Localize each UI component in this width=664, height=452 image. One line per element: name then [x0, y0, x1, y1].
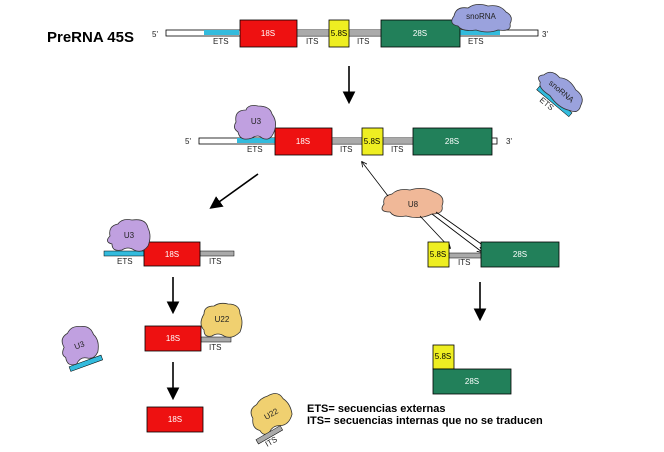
arrow-diagonal [209, 173, 259, 209]
its-label: ITS [209, 343, 221, 352]
its-label: ITS [391, 145, 403, 154]
arrow-u8-to-28s [431, 213, 482, 252]
snorna-icon [538, 71, 583, 112]
rrna-58s-box [328, 19, 350, 48]
ets-segment [237, 138, 275, 143]
five-prime-label: 5' [185, 137, 191, 146]
ets-label: ETS [247, 145, 263, 154]
its-segment [200, 336, 232, 343]
snorna-icon [451, 4, 512, 33]
mature-58s-label: 5.8S [435, 352, 451, 361]
ets-5-segment [204, 30, 239, 35]
ets-segment [103, 250, 145, 257]
rrna-28s-label: 28S [445, 137, 459, 146]
rrna-18s-box [239, 19, 298, 48]
released-u3-complex: U3 [61, 325, 104, 372]
rrna-58s-label: 5.8S [364, 137, 380, 146]
u3-label: U3 [73, 339, 86, 351]
u3-label: U3 [251, 117, 262, 126]
u22-protein-icon [250, 393, 293, 435]
legend-its-definition: ITS= secuencias internas que no se tradu… [307, 415, 543, 427]
its-label: ITS [306, 37, 318, 46]
mature-18s-box [146, 406, 204, 433]
rrna-58s-box [427, 241, 450, 268]
mature-58s-28s: 5.8S 28S [432, 344, 512, 395]
u8-protein-icon [381, 188, 444, 218]
18s-with-u22: 18S ITS U22 [144, 302, 243, 352]
diagram-title: PreRNA 45S [47, 29, 134, 46]
its-label: ITS [209, 257, 221, 266]
rrna-18s-label: 18S [165, 250, 179, 259]
rrna-28s-box [380, 19, 461, 48]
three-prime-label: 3' [506, 137, 512, 146]
its-label: ITS [357, 37, 369, 46]
released-u22-complex: U22 ITS [250, 393, 293, 449]
rrna-18s-label: 18S [261, 29, 275, 38]
rrna-18s-box [274, 127, 333, 156]
mature-28s-label: 28S [465, 377, 479, 386]
ets-fragment [68, 354, 104, 372]
rrna-58s-box [361, 127, 384, 156]
rrna-58s-label: 5.8S [430, 250, 446, 259]
u22-protein-icon [200, 302, 243, 338]
u22-label: U22 [215, 315, 230, 324]
its-segment [383, 138, 413, 143]
its-label: ITS [458, 258, 470, 267]
rrna-18s-label: 18S [166, 334, 180, 343]
three-prime-label: 3' [542, 30, 548, 39]
ets-label: ETS [213, 37, 229, 46]
its-2-segment [349, 30, 381, 35]
u3-label: U3 [124, 231, 135, 240]
five-prime-label: 5' [152, 30, 158, 39]
ets-label: ETS [117, 257, 133, 266]
u3-protein-icon [61, 325, 99, 366]
rrna-28s-label: 28S [413, 29, 427, 38]
released-snorna-complex: snoRNA ETS [536, 71, 583, 118]
rrna-58s-label: 5.8S [331, 29, 347, 38]
its-1-segment [297, 30, 329, 35]
prerna-45s-strand: 5' 18S 5.8S 28S ETS ITS ITS ETS 3' snoRN… [152, 4, 548, 48]
18s-intermediate-with-u3: 18S ETS ITS U3 [103, 219, 235, 267]
its-segment [199, 250, 235, 257]
arrow-line [435, 211, 485, 247]
snorna-label: snoRNA [466, 12, 496, 21]
u3-protein-icon [234, 105, 276, 140]
rrna-18s-box [144, 325, 202, 352]
mature-28s-box [432, 368, 512, 395]
ets-3-segment [460, 30, 500, 35]
its-fragment [255, 425, 284, 445]
its-segment [332, 138, 362, 143]
ets-label: ETS [468, 37, 484, 46]
arrow-u8-to-58s [362, 162, 389, 197]
its-label: ITS [340, 145, 352, 154]
mature-18s-label: 18S [168, 415, 182, 424]
precursor-with-u3: 5' 18S 5.8S 28S ETS ITS ITS 3' U3 [185, 105, 512, 156]
u8-label: U8 [408, 200, 419, 209]
rrna-18s-box [143, 241, 201, 267]
rrna-18s-label: 18S [296, 137, 310, 146]
rrna-28s-label: 28S [513, 250, 527, 259]
rrna-28s-box [412, 127, 493, 156]
58s-28s-intermediate: 5.8S 28S ITS [427, 241, 560, 268]
legend-ets-definition: ETS= secuencias externas [307, 403, 446, 415]
u8-complex: U8 [381, 188, 444, 218]
rrna-28s-box [480, 241, 560, 268]
u3-protein-icon [107, 219, 151, 252]
